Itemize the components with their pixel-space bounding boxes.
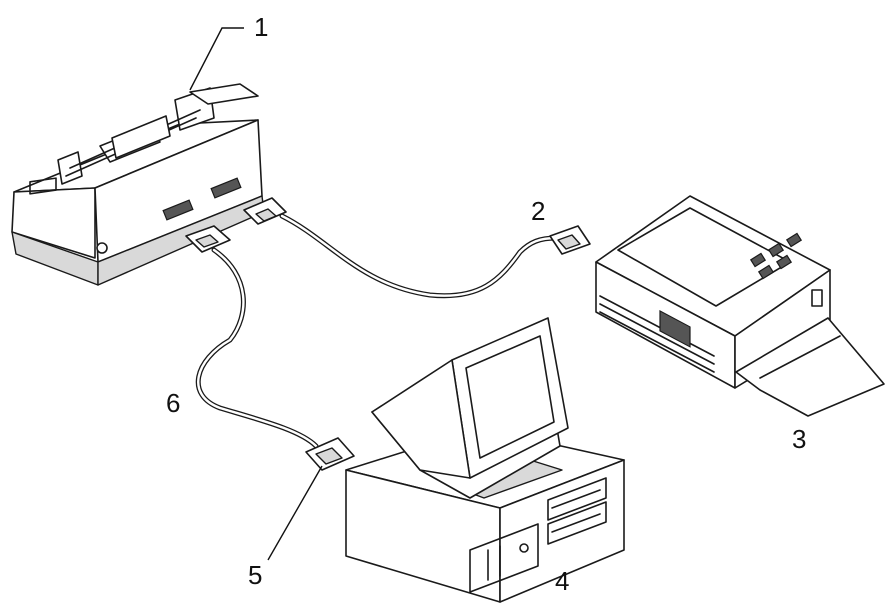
leader-lines	[189, 27, 323, 561]
callout-6: 6	[166, 388, 181, 418]
device-4-computer	[345, 317, 625, 603]
callout-2: 2	[531, 196, 546, 226]
device-1-unit	[11, 83, 265, 286]
callout-3: 3	[792, 424, 807, 454]
leader-line-5	[267, 465, 323, 561]
cable-6	[185, 225, 355, 471]
device-3-printer	[595, 195, 885, 417]
leader-line-1	[189, 27, 244, 91]
cable-2	[243, 197, 591, 299]
callout-4: 4	[555, 566, 570, 596]
callout-1: 1	[254, 12, 269, 42]
callout-5: 5	[248, 560, 263, 590]
